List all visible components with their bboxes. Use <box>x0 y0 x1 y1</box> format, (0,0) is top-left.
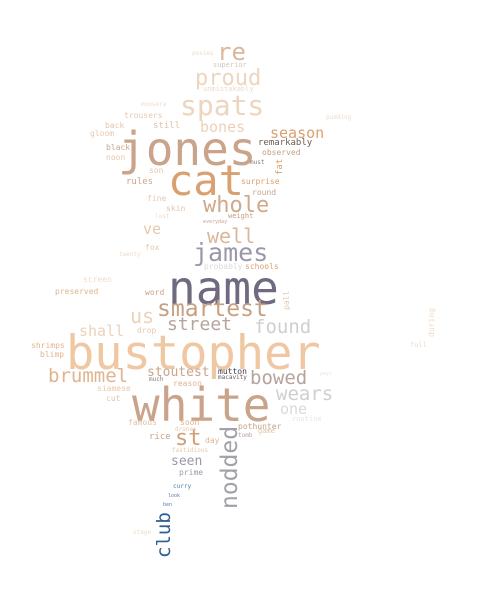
word-gloom: gloom <box>90 129 115 138</box>
word-prime: prime <box>179 468 204 477</box>
word-tomb: tomb <box>238 432 253 439</box>
word-proud: proud <box>195 66 262 91</box>
word-word: word <box>145 288 165 297</box>
word-unmistakably: unmistakably <box>203 85 254 93</box>
word-still: still <box>153 121 181 131</box>
word-preserved: preserved <box>55 287 99 296</box>
word-famous: famous <box>128 418 157 427</box>
word-black: black <box>106 143 131 152</box>
word-cut: cut <box>106 394 121 403</box>
word-stoutest: stoutest <box>147 365 210 380</box>
word-blimp: blimp <box>40 350 65 359</box>
word-wears: wears <box>276 383 334 405</box>
word-drop: drop <box>137 326 157 335</box>
word-fox: fox <box>145 243 160 252</box>
word-curry: curry <box>173 483 192 490</box>
word-drones: drones <box>175 426 197 433</box>
word-seen: seen <box>171 454 203 469</box>
word-weight: weight <box>228 212 254 220</box>
word-surprise: surprise <box>241 177 280 186</box>
word-mutton: mutton <box>218 367 247 376</box>
word-reason: reason <box>173 379 202 388</box>
word-posses: posses <box>192 50 214 57</box>
word-macavity: macavity <box>218 374 247 381</box>
word-day: day <box>205 436 220 445</box>
word-game: game <box>258 427 275 435</box>
word-re: re <box>217 38 246 66</box>
word-rules: rules <box>126 177 154 187</box>
word-ve: ve <box>143 220 162 238</box>
word-back: back <box>105 121 125 130</box>
word-siamese: siamese <box>97 384 131 393</box>
word-pall: pall <box>282 290 291 310</box>
word-everyday: everyday <box>203 219 228 225</box>
word-smartest: smartest <box>157 296 268 322</box>
word-round: round <box>252 188 277 197</box>
word-club: club <box>153 512 175 558</box>
word-screen: screen <box>83 275 112 284</box>
word-fine: fine <box>147 194 167 203</box>
word-remarkably: remarkably <box>258 138 313 148</box>
word-bones: bones <box>200 118 246 136</box>
word-observed: observed <box>262 148 301 157</box>
word-spats: spats <box>180 89 265 122</box>
word-skin: skin <box>166 204 186 213</box>
word-full: full <box>410 341 427 349</box>
word-street: street <box>167 314 233 335</box>
word-bowed: bowed <box>250 367 308 389</box>
word-season: season <box>270 124 325 142</box>
word-well: well <box>207 224 256 248</box>
word-must: must <box>250 159 265 166</box>
word-twenty: twenty <box>119 251 141 258</box>
word-pothunter: pothunter <box>238 422 282 431</box>
word-fat: fat <box>275 158 285 175</box>
word-ben: ben <box>163 502 173 508</box>
word-us: us <box>130 304 155 328</box>
word-cat: cat <box>168 156 244 205</box>
word-stage: stage <box>133 529 152 536</box>
word-soon: soon <box>180 418 200 427</box>
word-shall: shall <box>79 322 125 340</box>
word-mousera: mousera <box>141 101 167 108</box>
word-st: st <box>175 426 202 451</box>
word-probably: probably <box>204 262 243 271</box>
word-whole: whole <box>203 193 270 218</box>
word-bustopher: bustopher <box>66 326 321 381</box>
word-routine: routine <box>292 415 322 423</box>
word-jones: jones <box>118 122 257 176</box>
word-schools: schools <box>245 262 279 271</box>
word-fastidious: fastidious <box>172 447 209 454</box>
word-look: look <box>168 493 181 499</box>
word-brummel: brummel <box>48 365 129 387</box>
word-noon: noon <box>106 153 126 162</box>
word-rice: rice <box>149 432 171 442</box>
word-name: name <box>168 261 279 315</box>
word-much: much <box>149 376 164 383</box>
word-lost: lost <box>155 213 170 220</box>
word-trousers: trousers <box>124 111 163 120</box>
word-found: found <box>254 316 312 338</box>
word-one: one <box>280 400 308 418</box>
word-white: white <box>132 378 271 432</box>
word-shrimps: shrimps <box>31 341 65 350</box>
word-during: during <box>427 308 436 337</box>
word-superior: superior <box>213 61 247 69</box>
word-pudding: pudding <box>326 114 352 121</box>
word-james: james <box>193 238 269 267</box>
word-pays: pays <box>320 371 333 377</box>
word-son: son <box>149 166 164 175</box>
